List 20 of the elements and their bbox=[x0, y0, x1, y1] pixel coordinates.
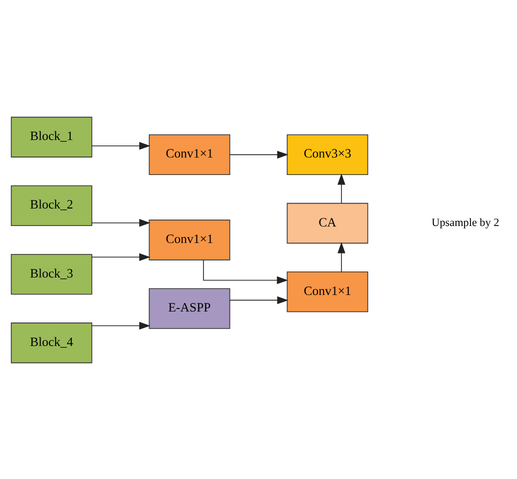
arrow bbox=[91, 218, 150, 226]
node-box: Block_1 bbox=[10, 116, 92, 157]
arrow bbox=[91, 321, 150, 330]
node-box: Conv3×3 bbox=[286, 134, 368, 174]
arrow bbox=[338, 173, 346, 203]
node-box: CA bbox=[286, 202, 368, 244]
arrow bbox=[91, 141, 150, 150]
arrow bbox=[338, 242, 346, 272]
node-box: Block_2 bbox=[10, 184, 92, 226]
node-box: E-ASPP bbox=[148, 288, 230, 328]
node-box: Conv1×1 bbox=[286, 271, 368, 312]
node-box: Conv1×1 bbox=[148, 134, 230, 174]
node-box: Conv1×1 bbox=[148, 219, 230, 260]
arrow bbox=[229, 150, 288, 158]
label: Upsample by 2 bbox=[432, 216, 500, 229]
arrow bbox=[229, 296, 288, 304]
arrow bbox=[203, 259, 288, 284]
node-box: Block_3 bbox=[10, 253, 92, 294]
node-box: Block_4 bbox=[10, 322, 92, 363]
arrow bbox=[91, 252, 150, 261]
